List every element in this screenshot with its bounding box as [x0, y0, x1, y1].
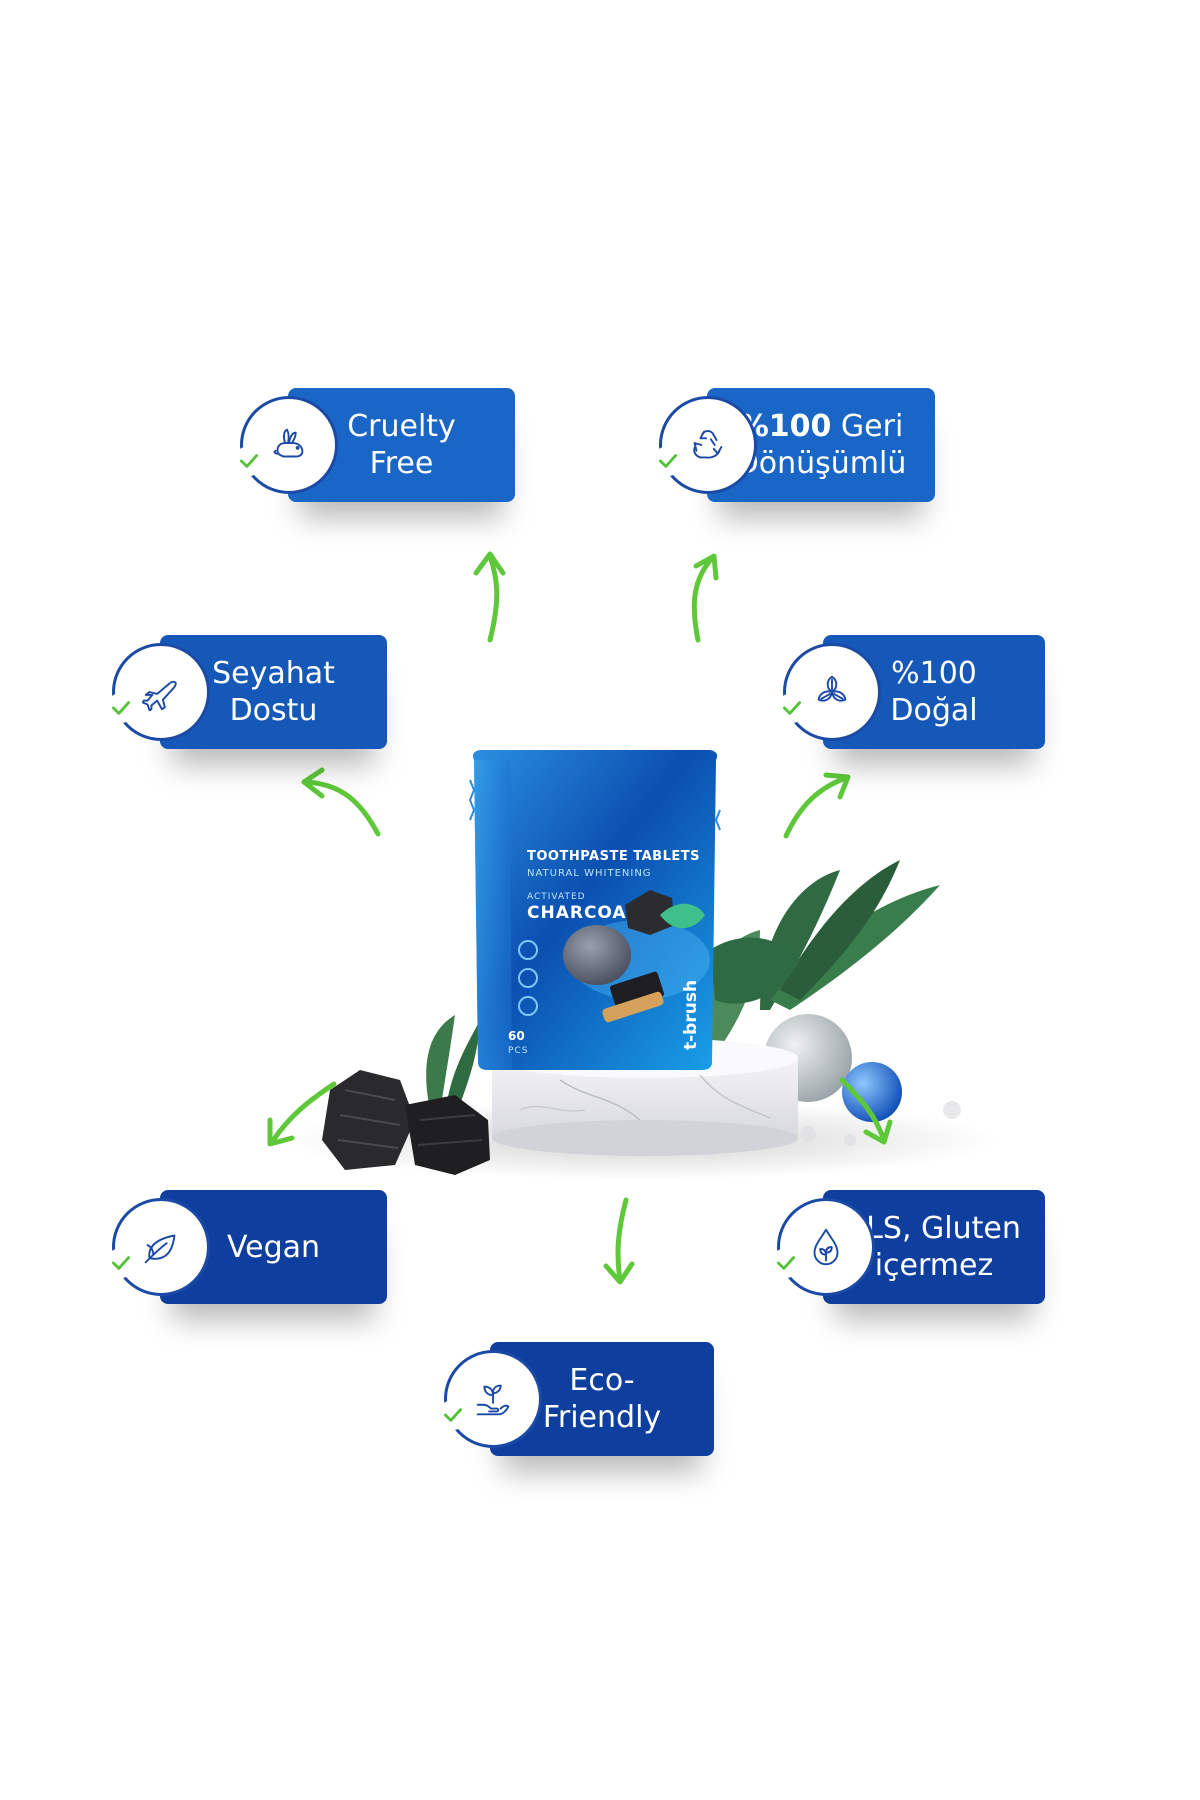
drop-leaf-icon [813, 1228, 839, 1266]
badge-recycle-circle [659, 396, 757, 494]
badge-sls-gluten-circle [777, 1198, 875, 1296]
bag-charcoal-graphic [625, 890, 675, 935]
bag-tablet-graphic [563, 925, 631, 985]
product-bag: TOOTHPASTE TABLETS NATURAL WHITENING ACT… [468, 750, 721, 1070]
bag-feature-icon [518, 996, 538, 1016]
badge-travel-label: Seyahat Dostu [212, 656, 335, 728]
rabbit-icon [273, 428, 304, 458]
bag-title-line1: TOOTHPASTE TABLETS [527, 849, 700, 864]
blue-ball [842, 1062, 902, 1122]
badge-vegan-label: Vegan [226, 1229, 321, 1265]
badge-natural-label: %100 Doğal [890, 656, 978, 728]
bag-title-line4: CHARCOAL [527, 903, 638, 923]
arrow-to-natural [783, 772, 851, 839]
arrow-to-sls [839, 1077, 893, 1145]
check-icon [106, 693, 136, 723]
badge-recycle: %100 Geri Dönüşümlü [653, 388, 935, 502]
arrow-to-eco [603, 1197, 635, 1285]
leaves-icon [817, 675, 847, 702]
badge-travel-circle [112, 643, 210, 741]
palm-leaves [698, 860, 940, 1055]
check-icon [438, 1400, 468, 1430]
fern-leaves [426, 1015, 480, 1118]
badge-travel: Seyahat Dostu [106, 635, 387, 749]
check-icon [106, 1248, 136, 1278]
badge-sls-gluten: SLS, Gluten içermez [771, 1190, 1045, 1304]
badge-recycle-label-rest: Geri Dönüşümlü [735, 409, 907, 481]
check-icon [771, 1248, 801, 1278]
arrow-to-cruelty-free [473, 551, 506, 643]
bag-feature-icon [518, 940, 538, 960]
plant-hand-icon [476, 1384, 510, 1416]
badge-natural-circle [783, 643, 881, 741]
bag-title-line3: ACTIVATED [527, 892, 586, 902]
badge-vegan: Vegan [106, 1190, 387, 1304]
pearl [844, 1134, 856, 1146]
badge-natural: %100 Doğal [777, 635, 1045, 749]
badge-recycle-label: %100 Geri Dönüşümlü [736, 408, 907, 482]
charcoal-pieces [322, 1070, 490, 1175]
badge-vegan-circle [112, 1198, 210, 1296]
arrow-to-recycle [691, 553, 719, 643]
badge-eco-friendly-label: Eco- Friendly [542, 1363, 662, 1435]
bag-feature-icon [518, 968, 538, 988]
bag-leaf-graphic [660, 903, 705, 929]
pearl [800, 1126, 816, 1142]
badge-cruelty-free-circle [240, 396, 338, 494]
arrow-to-vegan [267, 1081, 337, 1147]
check-icon [653, 446, 683, 476]
bag-count: 60 [508, 1029, 525, 1043]
badge-eco-friendly-circle [444, 1350, 542, 1448]
pearl [943, 1101, 961, 1119]
badge-cruelty-free: Cruelty Free [234, 388, 515, 502]
badge-eco-friendly: Eco- Friendly [438, 1342, 714, 1456]
bag-title-line2: NATURAL WHITENING [527, 868, 652, 879]
bag-brand: t-brush [681, 980, 701, 1050]
check-icon [777, 693, 807, 723]
badge-cruelty-free-label: Cruelty Free [347, 409, 456, 481]
airplane-icon [141, 680, 177, 712]
recycle-icon [693, 430, 723, 459]
arrows [267, 551, 893, 1285]
arrow-to-travel [301, 767, 381, 837]
check-icon [234, 446, 264, 476]
bag-count-unit: PCS [508, 1046, 528, 1056]
bag-toothbrush-graphic [602, 971, 665, 1023]
leaf-icon [144, 1234, 176, 1264]
